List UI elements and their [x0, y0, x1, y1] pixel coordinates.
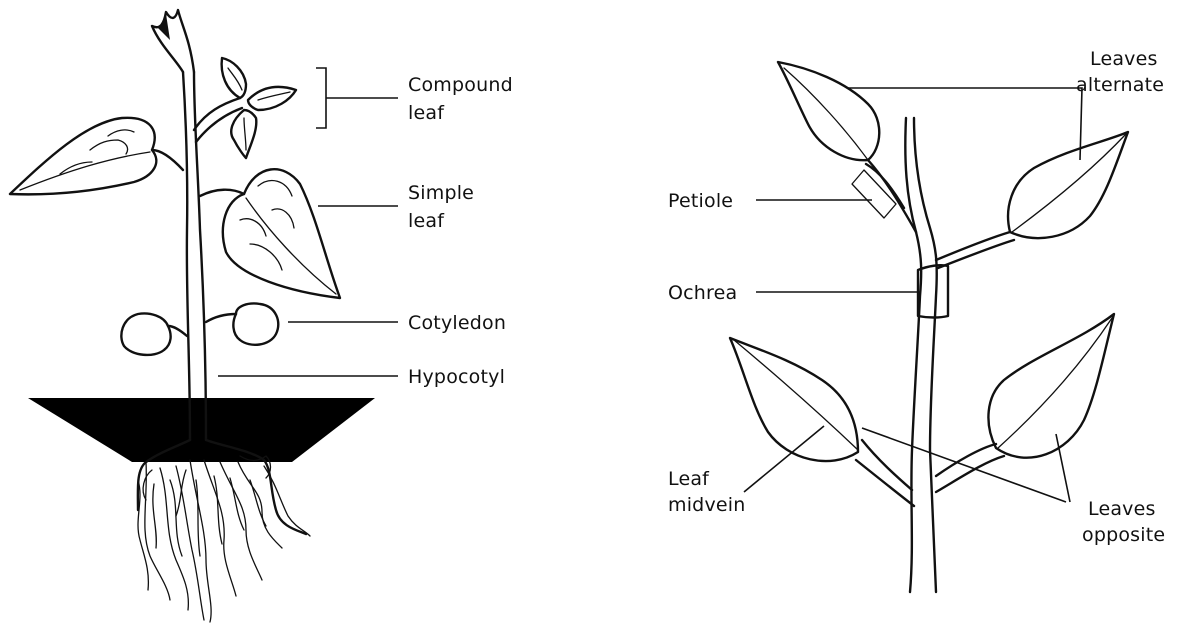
- label-hypocotyl: Hypocotyl: [408, 364, 505, 390]
- label-leaves-alternate-line2: alternate: [1076, 72, 1164, 98]
- label-leaf-midvein-line2: midvein: [668, 492, 746, 518]
- label-leaves-alternate-line1: Leaves: [1090, 46, 1158, 72]
- upper-left-leaf: [778, 62, 879, 160]
- label-compound-leaf-line1: Compound: [408, 72, 513, 98]
- soil-wedge: [28, 398, 375, 462]
- seedling-leader-lines: [218, 68, 398, 376]
- label-leaves-opposite-line2: opposite: [1082, 522, 1165, 548]
- label-ochrea: Ochrea: [668, 280, 737, 306]
- compound-leaflets: [222, 58, 296, 158]
- label-petiole: Petiole: [668, 188, 733, 214]
- roots: [138, 440, 310, 622]
- terminal-bud: [152, 10, 194, 72]
- ochrea-sheath: [918, 265, 948, 317]
- label-cotyledon: Cotyledon: [408, 310, 506, 336]
- seedling-illustration: [10, 10, 398, 622]
- petiole-bracket: [852, 170, 896, 218]
- stem-illustration: [730, 62, 1128, 592]
- label-simple-leaf-line2: leaf: [408, 208, 444, 234]
- right-simple-leaf: [200, 169, 340, 298]
- label-leaf-midvein-line1: Leaf: [668, 466, 709, 492]
- cotyledons: [121, 303, 278, 354]
- label-compound-leaf-line2: leaf: [408, 100, 444, 126]
- lower-left-leaf: [730, 338, 858, 461]
- label-simple-leaf-line1: Simple: [408, 180, 474, 206]
- lower-right-leaf: [988, 314, 1114, 458]
- label-leaves-opposite-line1: Leaves: [1088, 496, 1156, 522]
- left-simple-leaf: [10, 118, 183, 195]
- upper-right-leaf: [1008, 132, 1128, 238]
